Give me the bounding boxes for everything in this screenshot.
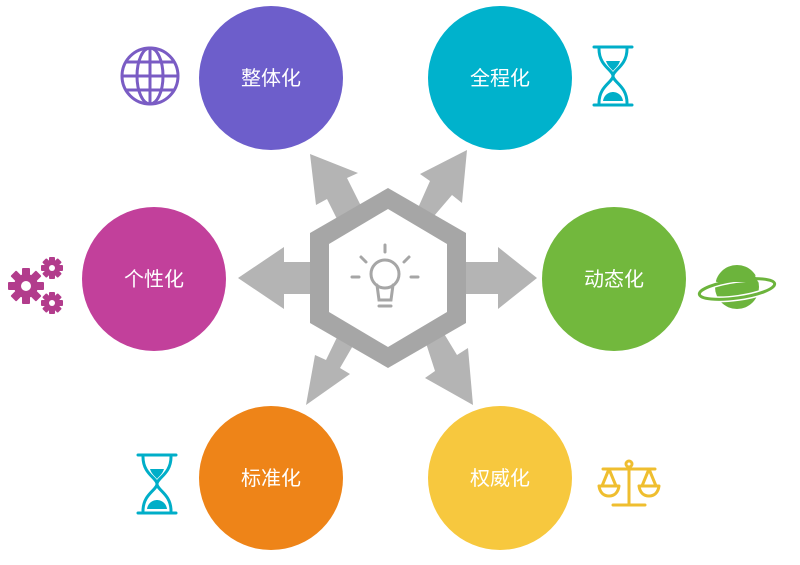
gears-icon bbox=[8, 257, 63, 314]
node-standardized: 标准化 bbox=[199, 406, 343, 550]
node-personalized: 个性化 bbox=[82, 207, 226, 351]
node-holistic: 整体化 bbox=[199, 6, 343, 150]
node-authoritative-circle bbox=[428, 406, 572, 550]
hourglass-icon bbox=[592, 45, 634, 107]
arrow-down-left bbox=[306, 327, 358, 405]
globe-icon bbox=[120, 46, 180, 106]
node-personalized-circle bbox=[82, 207, 226, 351]
node-whole-process-label: 全程化 bbox=[470, 66, 530, 90]
node-dynamic-label: 动态化 bbox=[584, 267, 644, 291]
node-whole-process: 全程化 bbox=[428, 6, 572, 150]
arrow-up-left bbox=[310, 154, 362, 229]
hourglass-icon bbox=[136, 453, 178, 515]
node-authoritative-label: 权威化 bbox=[470, 466, 530, 490]
node-circles: 整体化 全程化 个性化 动态化 标准化 权威化 bbox=[82, 6, 686, 550]
node-holistic-circle bbox=[199, 6, 343, 150]
node-whole-process-circle bbox=[428, 6, 572, 150]
node-standardized-circle bbox=[199, 406, 343, 550]
arrow-up-right bbox=[418, 150, 467, 216]
arrow-right bbox=[460, 247, 537, 309]
radiating-arrows bbox=[238, 150, 537, 405]
lightbulb-icon bbox=[350, 243, 420, 308]
center-hexagon bbox=[310, 188, 466, 368]
node-personalized-label: 个性化 bbox=[124, 267, 184, 291]
node-authoritative: 权威化 bbox=[428, 406, 572, 550]
node-holistic-label: 整体化 bbox=[241, 66, 301, 90]
arrow-down-right bbox=[424, 327, 473, 405]
arrow-left bbox=[238, 247, 320, 309]
node-standardized-label: 标准化 bbox=[241, 466, 301, 490]
planet-icon bbox=[696, 265, 778, 309]
scales-icon bbox=[597, 459, 661, 507]
node-dynamic-circle bbox=[542, 207, 686, 351]
node-dynamic: 动态化 bbox=[542, 207, 686, 351]
